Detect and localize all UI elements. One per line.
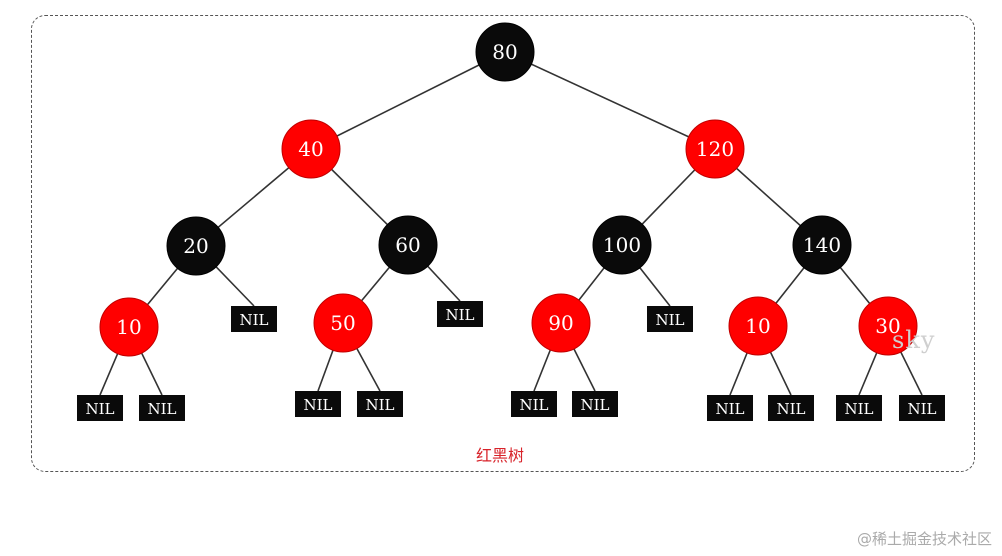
tree-node-60: 60 xyxy=(378,215,438,275)
nil-box xyxy=(511,391,557,417)
nil-leaf: NIL xyxy=(231,306,277,332)
node-label: 50 xyxy=(330,311,355,335)
node-label: 30 xyxy=(875,314,900,338)
nil-label: NIL xyxy=(776,400,805,418)
nil-label: NIL xyxy=(655,311,684,329)
nil-label: NIL xyxy=(445,306,474,324)
node-circle-black xyxy=(792,215,852,275)
source-watermark: @稀土掘金技术社区 xyxy=(856,530,992,548)
nil-label: NIL xyxy=(907,400,936,418)
nil-leaf: NIL xyxy=(647,306,693,332)
tree-node-80: 80 xyxy=(475,22,535,82)
node-label: 40 xyxy=(298,137,323,161)
tree-node-10: 10 xyxy=(728,296,788,356)
node-circle-red xyxy=(313,293,373,353)
tree-node-120: 120 xyxy=(685,119,745,179)
tree-node-140: 140 xyxy=(792,215,852,275)
node-label: 100 xyxy=(603,233,641,257)
tree-node-30: 30 xyxy=(858,296,918,356)
node-circle-red xyxy=(531,293,591,353)
nil-leaf: NIL xyxy=(357,391,403,417)
nil-label: NIL xyxy=(580,396,609,414)
node-label: 90 xyxy=(548,311,573,335)
nil-box xyxy=(357,391,403,417)
tree-node-40: 40 xyxy=(281,119,341,179)
nil-label: NIL xyxy=(303,396,332,414)
tree-node-10: 10 xyxy=(99,297,159,357)
edge-n80-n40 xyxy=(310,51,506,150)
node-circle-red xyxy=(728,296,788,356)
nil-box xyxy=(707,395,753,421)
nil-box xyxy=(836,395,882,421)
edges-layer xyxy=(99,51,923,396)
figure-caption: 红黑树 xyxy=(475,446,524,465)
tree-node-20: 20 xyxy=(166,216,226,276)
nil-label: NIL xyxy=(519,396,548,414)
nil-leaves-layer: NIL NIL NIL NIL NIL NIL NIL NIL NIL NIL NIL NIL NIL xyxy=(77,301,945,421)
nil-box xyxy=(572,391,618,417)
nil-leaf: NIL xyxy=(707,395,753,421)
nil-label: NIL xyxy=(147,400,176,418)
nil-leaf: NIL xyxy=(768,395,814,421)
nil-leaf: NIL xyxy=(295,391,341,417)
nil-label: NIL xyxy=(715,400,744,418)
nil-leaf: NIL xyxy=(836,395,882,421)
node-circle-red xyxy=(99,297,159,357)
nil-box xyxy=(231,306,277,332)
nil-box xyxy=(647,306,693,332)
node-label: 10 xyxy=(745,314,770,338)
edge-n80-n120 xyxy=(504,51,716,150)
node-circle-black xyxy=(592,215,652,275)
nil-box xyxy=(295,391,341,417)
nil-leaf: NIL xyxy=(511,391,557,417)
node-circle-red xyxy=(281,119,341,179)
tree-node-100: 100 xyxy=(592,215,652,275)
node-label: 120 xyxy=(696,137,734,161)
nil-label: NIL xyxy=(844,400,873,418)
node-label: 60 xyxy=(395,233,420,257)
node-label: 140 xyxy=(803,233,841,257)
nil-label: NIL xyxy=(85,400,114,418)
nodes-layer: 80 40 120 20 60 100 140 10 50 90 10 30 xyxy=(99,22,918,357)
node-circle-red xyxy=(858,296,918,356)
nil-box xyxy=(77,395,123,421)
nil-leaf: NIL xyxy=(572,391,618,417)
nil-box xyxy=(899,395,945,421)
nil-box xyxy=(139,395,185,421)
node-circle-black xyxy=(475,22,535,82)
nil-leaf: NIL xyxy=(437,301,483,327)
tree-node-90: 90 xyxy=(531,293,591,353)
nil-leaf: NIL xyxy=(139,395,185,421)
nil-label: NIL xyxy=(365,396,394,414)
node-circle-black xyxy=(378,215,438,275)
nil-box xyxy=(437,301,483,327)
nil-label: NIL xyxy=(239,311,268,329)
nil-box xyxy=(768,395,814,421)
watermark-text: sky xyxy=(892,326,936,354)
node-circle-red xyxy=(685,119,745,179)
nil-leaf: NIL xyxy=(899,395,945,421)
nil-leaf: NIL xyxy=(77,395,123,421)
dashed-frame xyxy=(31,15,975,472)
node-label: 20 xyxy=(183,234,208,258)
tree-node-50: 50 xyxy=(313,293,373,353)
node-label: 80 xyxy=(492,40,517,64)
node-label: 10 xyxy=(116,315,141,339)
node-circle-black xyxy=(166,216,226,276)
